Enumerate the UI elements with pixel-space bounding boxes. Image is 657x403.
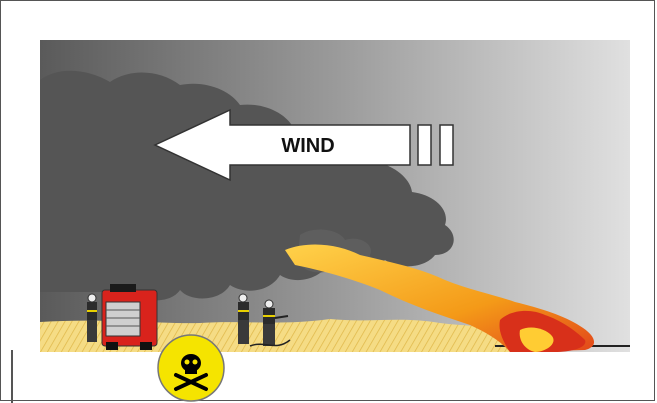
frame-edge	[11, 350, 13, 403]
wind-label: WIND	[281, 135, 334, 157]
wildfire-scene: WIND	[40, 40, 630, 352]
skull-crossbones-icon	[156, 333, 226, 403]
fire-truck-icon	[102, 284, 157, 350]
